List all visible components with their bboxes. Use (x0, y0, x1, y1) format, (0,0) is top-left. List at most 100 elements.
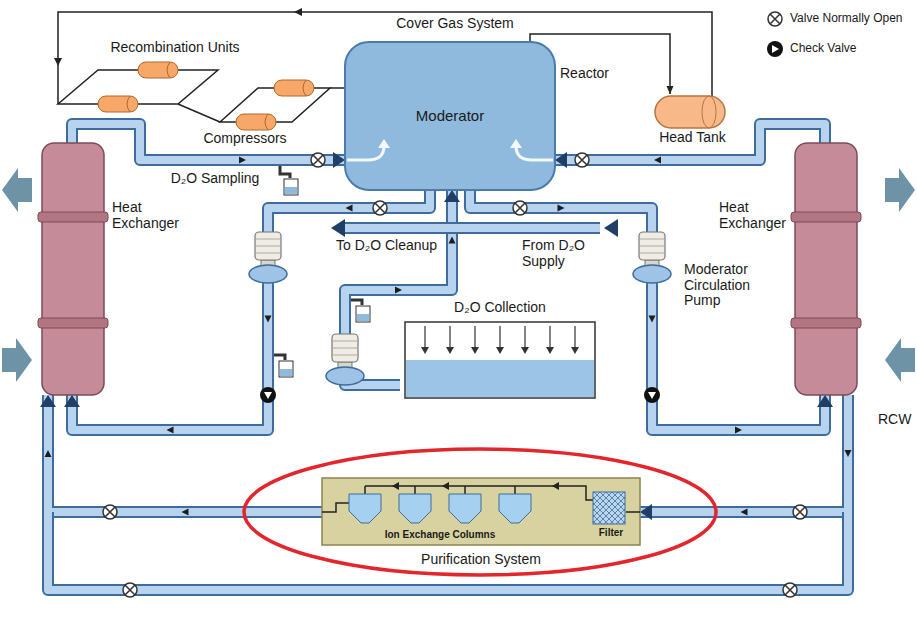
flow-chevron (167, 427, 174, 434)
cylinder-end (303, 80, 306, 96)
sampling-tap (274, 355, 293, 377)
component-label: Recombination Units (95, 40, 255, 56)
purification-system: Ion Exchange ColumnsPurification SystemF… (322, 478, 640, 570)
pipe-outline (555, 124, 825, 160)
highlight-ellipse (244, 449, 716, 575)
flow-arrow (604, 219, 618, 237)
arrow-head (40, 395, 56, 407)
flow-arrow (392, 482, 559, 490)
pipe-outline (345, 222, 600, 234)
flow-chevron (558, 205, 565, 212)
beaker (284, 179, 298, 195)
arrow-head (640, 504, 652, 520)
collection-tank-shape (405, 322, 595, 398)
ion-exchange-column (399, 494, 431, 523)
sampling-label: D₂O Sampling (160, 171, 270, 187)
check-valve-symbol (767, 41, 783, 57)
node-label: Head Tank (650, 130, 735, 146)
arrow-head (667, 86, 674, 94)
cylinder-end (265, 114, 268, 130)
pipe-connector (40, 395, 322, 516)
purification-housing (322, 478, 640, 545)
exchanger-band (791, 318, 861, 328)
inlet-arrow-head (378, 139, 390, 148)
sampling-tap (280, 166, 298, 195)
flow-chevron (741, 509, 748, 516)
cooling-water-arrow (2, 168, 32, 212)
tap (280, 166, 290, 178)
inlet-arrow (516, 146, 553, 160)
flow-chevron (346, 205, 353, 212)
head-tank: Head Tank (650, 94, 735, 150)
flow-chevron (654, 157, 661, 164)
flow-arrow (54, 58, 62, 66)
purification-shape (322, 478, 640, 545)
tank-body (655, 96, 725, 128)
pipe-fill (345, 224, 600, 232)
aux-pipe (48, 219, 848, 590)
cylinder-end (127, 96, 130, 112)
node-label: Purification System (381, 552, 581, 568)
exchanger-band (38, 212, 108, 222)
open-valve (793, 505, 807, 519)
pipe-outline (72, 124, 345, 160)
node-label: Filter (588, 527, 634, 538)
system-label: Cover Gas System (390, 16, 520, 32)
flow-chevron (182, 509, 189, 516)
open-valve (123, 583, 137, 597)
pipe-connector (72, 124, 345, 168)
collection-tank: D₂O Collection (400, 298, 600, 400)
heat-exchanger: Heat Exchanger (40, 143, 184, 395)
heat-exchanger-shape (791, 143, 861, 395)
component-label: Compressors (195, 131, 295, 147)
cooling-water-arrow (885, 338, 915, 382)
open-valve (575, 153, 589, 167)
flow-label: RCW (878, 412, 915, 428)
beaker-water (357, 314, 369, 321)
inlet-arrow (347, 146, 384, 160)
flow-chevron (845, 450, 852, 457)
flow-arrow (331, 219, 345, 237)
exchanger-band (38, 318, 108, 328)
tap (351, 300, 362, 305)
legend-label: Check Valve (790, 42, 911, 55)
pipe-connector (555, 124, 825, 168)
open-valve (373, 201, 387, 215)
sampling-tap (351, 300, 370, 322)
valve-cross (770, 14, 780, 24)
beaker-water (285, 187, 297, 194)
component-label: Reactor (560, 66, 624, 82)
node-label: Moderator (345, 108, 555, 125)
gas-line (58, 70, 218, 104)
tap (274, 355, 285, 360)
arrow-head (817, 395, 833, 407)
legend-label: Valve Normally Open (790, 12, 911, 25)
check-valve (644, 387, 660, 403)
flow-chevron (239, 157, 246, 164)
pipe-connector (640, 395, 852, 520)
tank-end (702, 96, 716, 128)
filter-hatch (593, 492, 625, 524)
open-valve (783, 583, 797, 597)
recombination-unit (98, 96, 138, 112)
node-label: Heat Exchanger (112, 200, 184, 231)
drip-arrow (421, 347, 579, 354)
gas-line (178, 104, 220, 122)
legend-symbol (766, 10, 784, 28)
vessel-body (345, 42, 555, 190)
compressor (236, 114, 276, 130)
flow-chevron (45, 450, 52, 457)
node-label: Heat Exchanger (719, 200, 793, 231)
component-label: Moderator Circulation Pump (684, 262, 776, 309)
flow-label: To D₂O Cleanup (336, 238, 444, 254)
cylinder-end (167, 62, 170, 78)
legend-symbol (766, 40, 784, 58)
ion-exchange-column (349, 494, 381, 523)
head-tank-shape (655, 96, 725, 128)
arrow-head (444, 190, 460, 202)
moderator-vessel-shape (345, 42, 555, 190)
exchanger-band (791, 212, 861, 222)
valve-symbol (768, 12, 782, 26)
cooling-water-arrow (885, 168, 915, 212)
